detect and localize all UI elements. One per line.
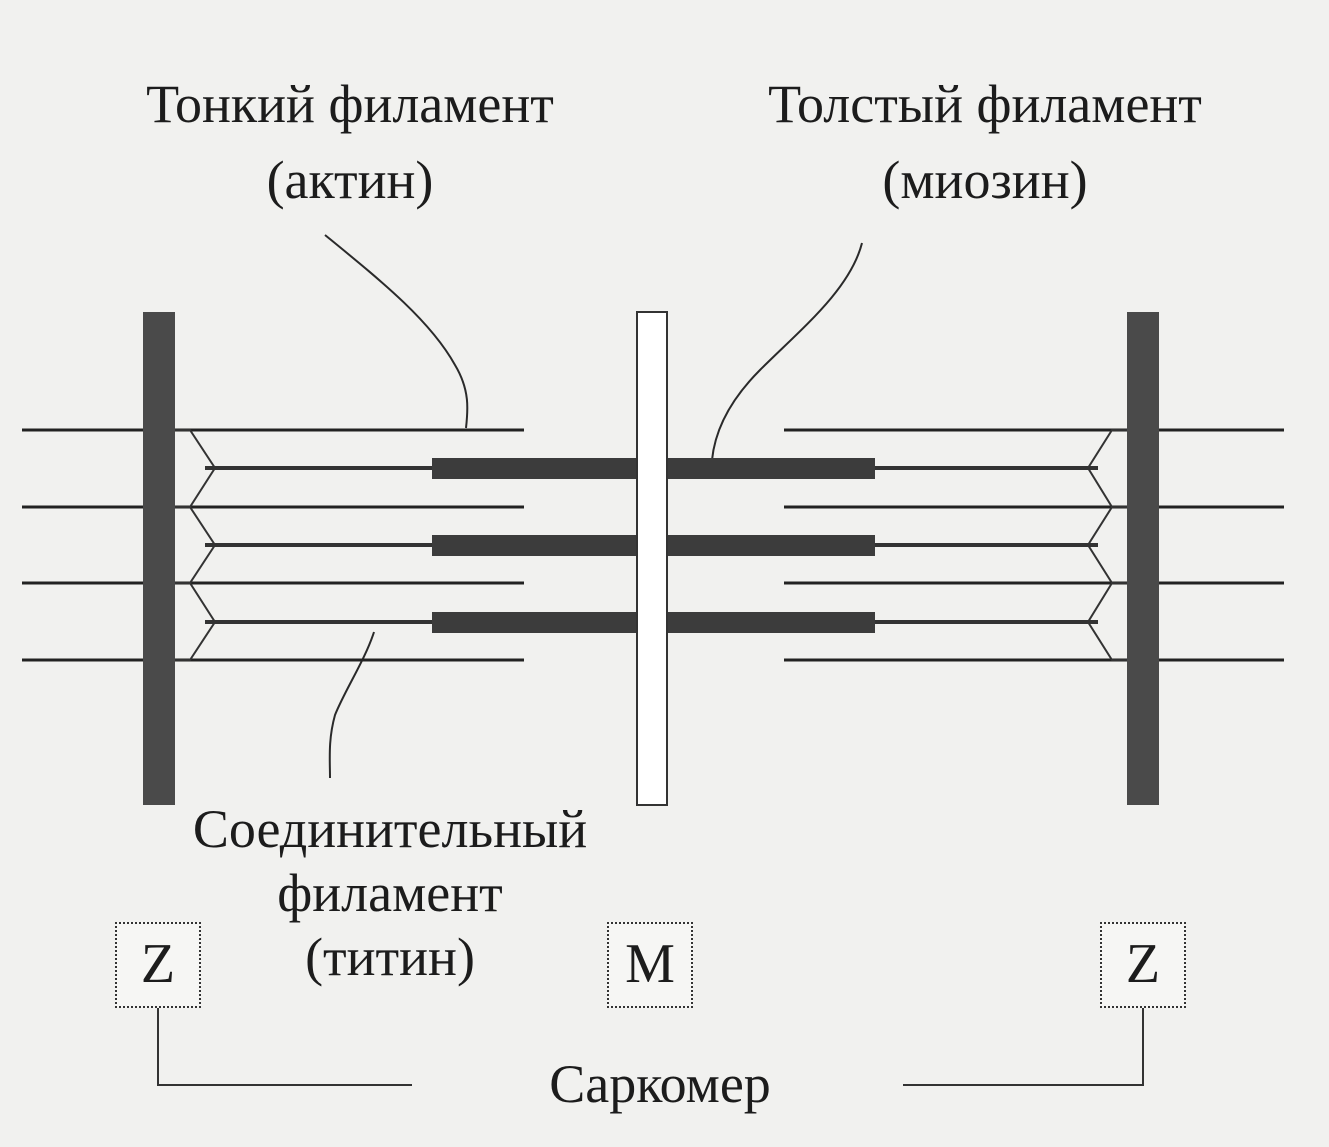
titin-label-line3: (титин) (305, 927, 475, 987)
left-thin-filaments (22, 428, 524, 662)
z-disc-right (1127, 312, 1159, 805)
sarcomere-label: Саркомер (420, 1052, 900, 1116)
myosin-leader-line (711, 242, 863, 461)
thin-filament-label-line2: (актин) (266, 150, 434, 210)
thin-filament-label: Тонкий филамент (актин) (60, 72, 640, 212)
thin-filament-label-line1: Тонкий филамент (146, 74, 554, 134)
titin-label-line2: филамент (277, 863, 503, 923)
z-left-marker: Z (115, 922, 201, 1008)
thick-filament-label: Толстый филамент (миозин) (690, 72, 1280, 212)
z-right-marker: Z (1100, 922, 1186, 1008)
actin-leader-line (324, 234, 469, 429)
thick-filament-label-line1: Толстый филамент (768, 74, 1202, 134)
left-titin-filaments (174, 429, 432, 661)
m-line (636, 311, 668, 806)
m-marker: M (607, 922, 693, 1008)
sarcomere-label-text: Саркомер (549, 1054, 771, 1114)
sarcomere-bracket (157, 1007, 1144, 1086)
z-disc-left (143, 312, 175, 805)
right-thin-filaments (784, 428, 1284, 662)
titin-label-line1: Соединительный (192, 799, 588, 859)
titin-leader-line (328, 631, 375, 779)
titin-label: Соединительный филамент (титин) (150, 797, 630, 989)
thick-filament-label-line2: (миозин) (882, 150, 1088, 210)
right-titin-filaments (875, 429, 1127, 661)
